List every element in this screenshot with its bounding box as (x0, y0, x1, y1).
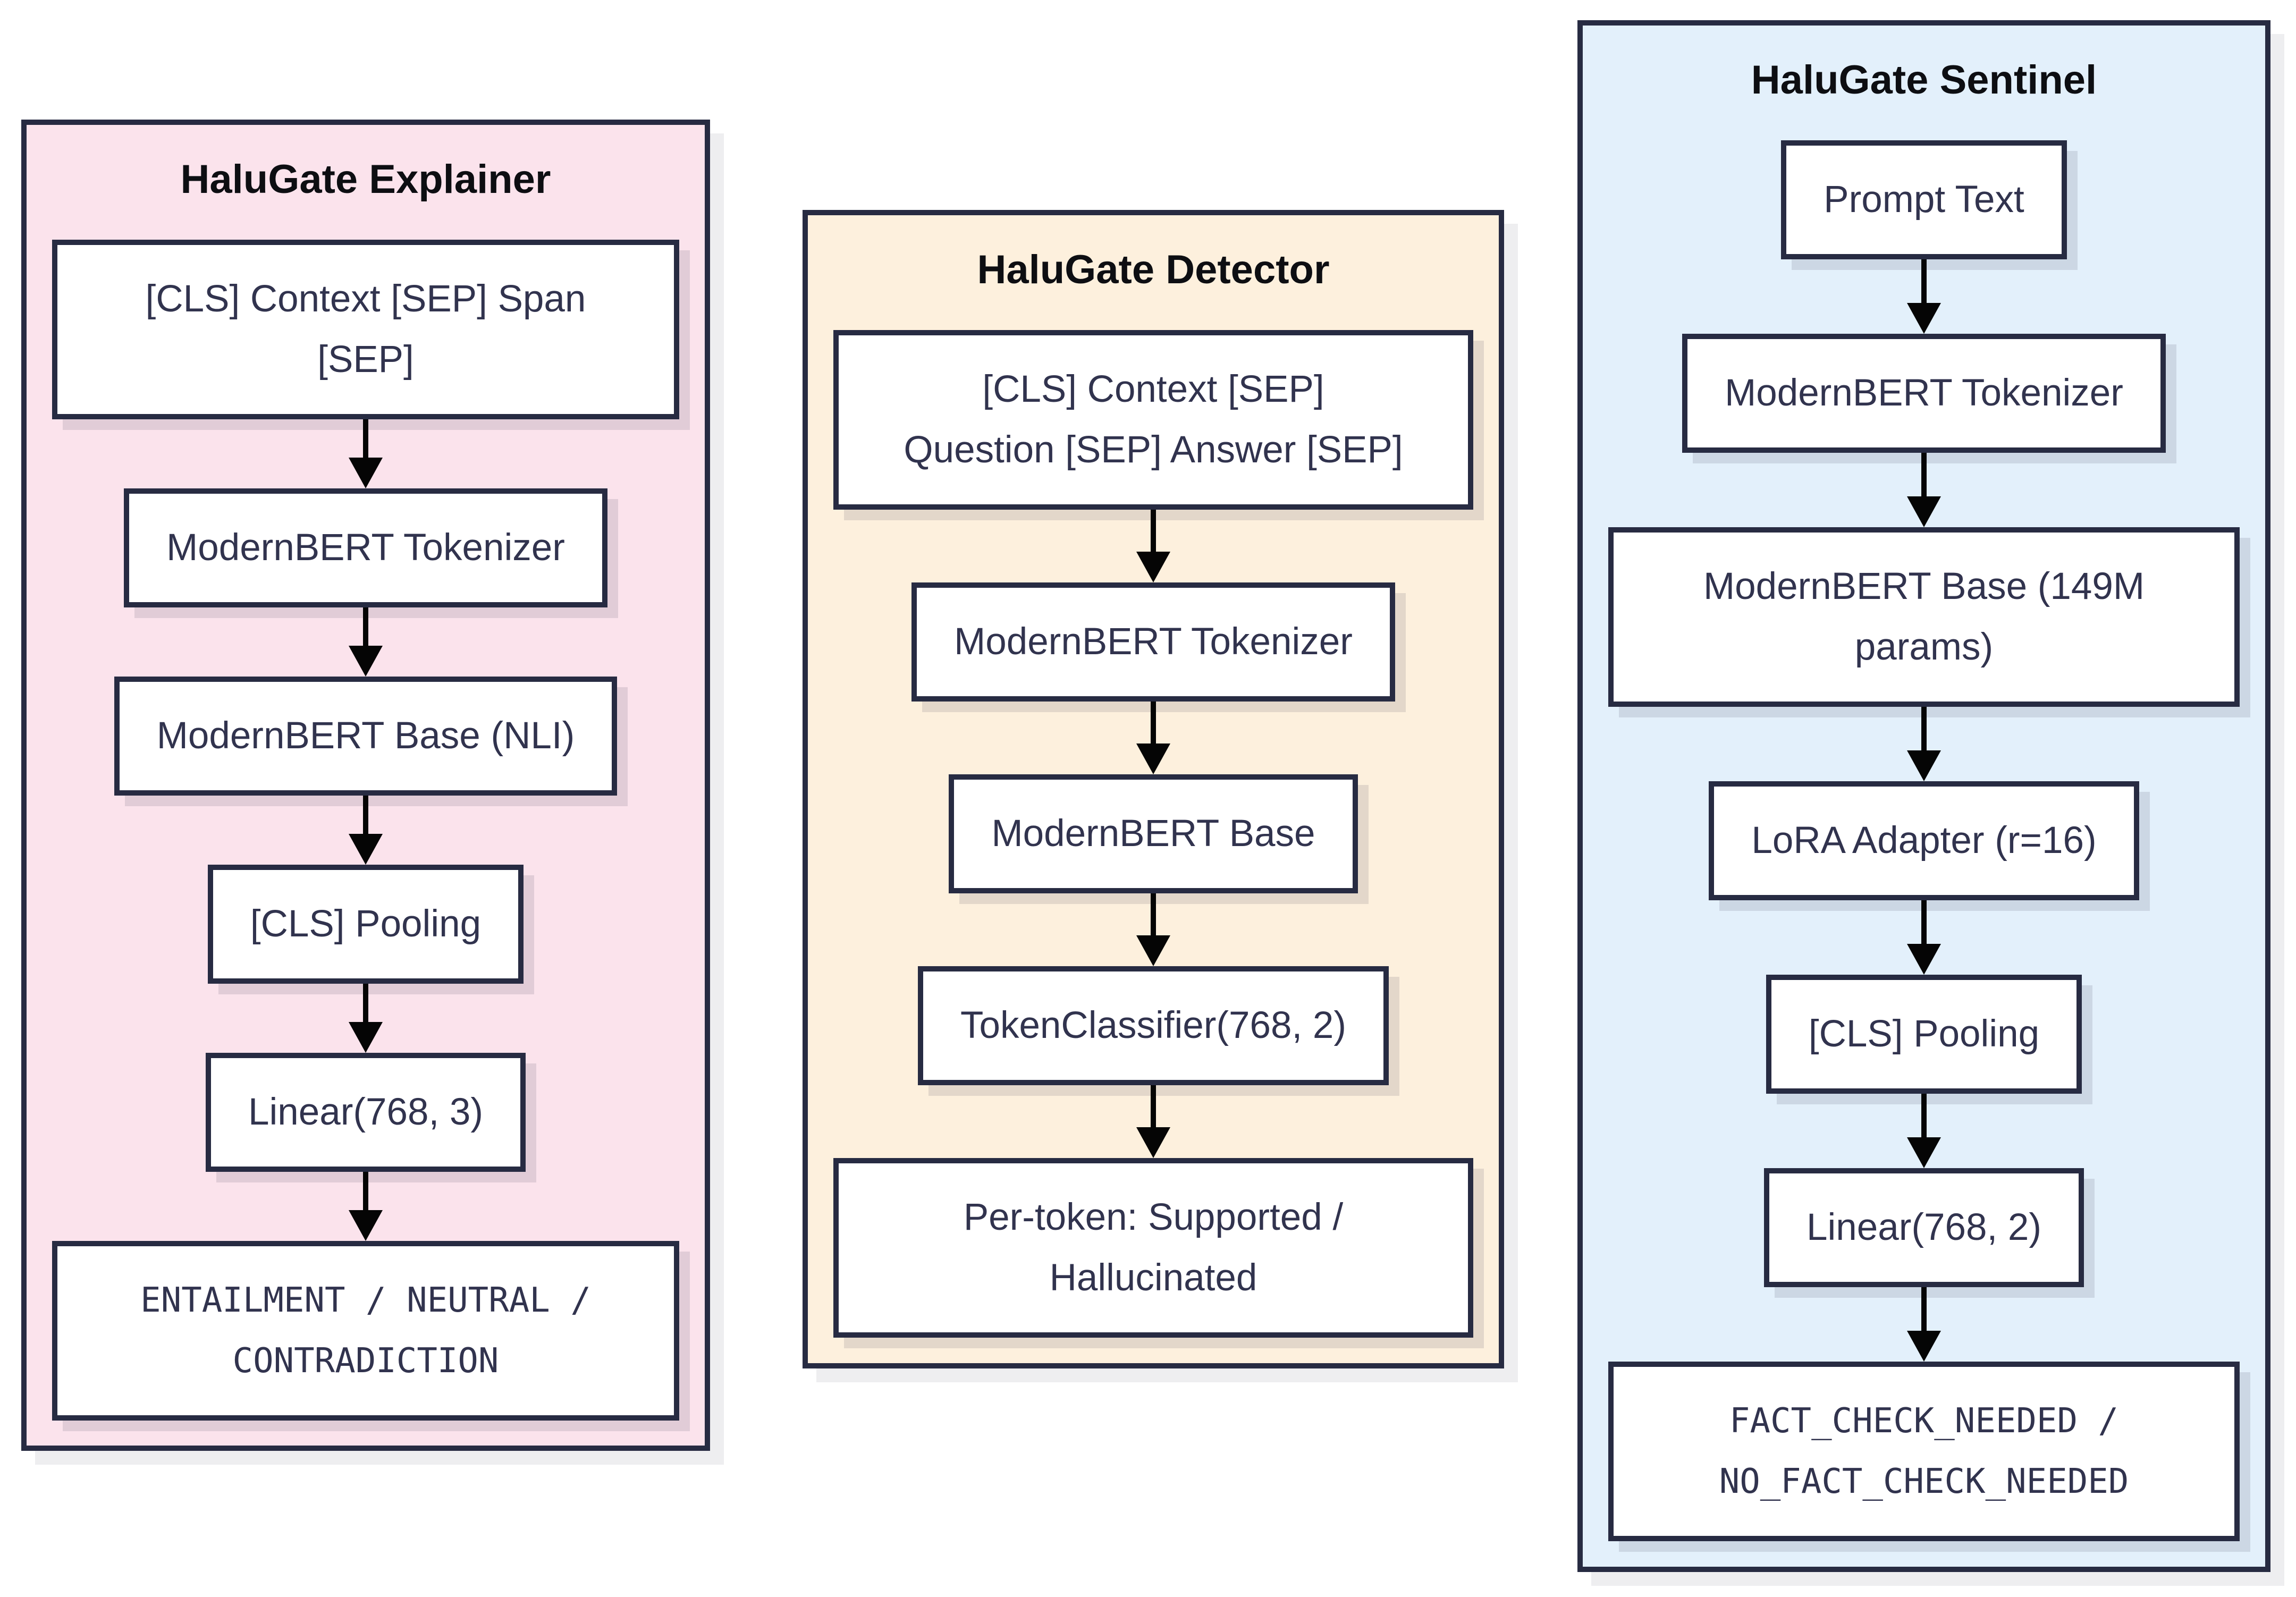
node-detector-output: Per-token: Supported / Hallucinated (833, 1158, 1473, 1338)
flow-arrow-down-icon (1136, 893, 1170, 966)
arrow-shaft (1921, 1094, 1927, 1137)
panel-halugate-sentinel: HaluGate Sentinel Prompt Text ModernBERT… (1577, 20, 2270, 1572)
arrow-shaft (363, 984, 368, 1022)
panel-halugate-detector: HaluGate Detector [CLS] Context [SEP] Qu… (803, 210, 1504, 1368)
panel-title-explainer: HaluGate Explainer (180, 157, 551, 202)
flow-arrow-down-icon (349, 607, 383, 677)
node-sentinel-pooling: [CLS] Pooling (1766, 975, 2082, 1094)
panel-title-detector: HaluGate Detector (977, 247, 1330, 292)
arrow-shaft (363, 419, 368, 458)
flow-arrow-down-icon (1907, 259, 1941, 334)
arrow-shaft (363, 607, 368, 646)
arrow-head (1136, 1127, 1170, 1158)
panel-halugate-explainer: HaluGate Explainer [CLS] Context [SEP] S… (21, 120, 710, 1451)
arrow-head (349, 458, 383, 488)
arrow-head (1907, 303, 1941, 334)
node-explainer-tokenizer: ModernBERT Tokenizer (124, 488, 607, 607)
flow-arrow-down-icon (1907, 1287, 1941, 1362)
node-sentinel-lora: LoRA Adapter (r=16) (1709, 781, 2139, 900)
node-explainer-output: ENTAILMENT / NEUTRAL / CONTRADICTION (52, 1241, 679, 1421)
arrow-shaft (1151, 702, 1156, 743)
arrow-head (1136, 743, 1170, 774)
flow-arrow-down-icon (1136, 702, 1170, 774)
flow-arrow-down-icon (1907, 900, 1941, 975)
flow-arrow-down-icon (349, 984, 383, 1053)
arrow-shaft (1921, 1287, 1927, 1331)
arrow-shaft (1151, 510, 1156, 552)
arrow-shaft (1921, 707, 1927, 750)
node-explainer-pooling: [CLS] Pooling (207, 865, 524, 984)
flow-arrow-down-icon (1136, 1085, 1170, 1158)
arrow-head (1907, 944, 1941, 975)
arrow-shaft (1921, 453, 1927, 496)
node-explainer-linear: Linear(768, 3) (205, 1053, 526, 1172)
node-sentinel-base: ModernBERT Base (149M params) (1608, 527, 2240, 707)
node-sentinel-tokenizer: ModernBERT Tokenizer (1682, 334, 2166, 453)
arrow-shaft (363, 1172, 368, 1210)
flow-arrow-down-icon (1136, 510, 1170, 582)
node-sentinel-input: Prompt Text (1781, 140, 2067, 259)
node-detector-base: ModernBERT Base (949, 774, 1358, 893)
arrow-head (349, 1210, 383, 1241)
node-explainer-base: ModernBERT Base (NLI) (114, 677, 618, 796)
arrow-head (1907, 1331, 1941, 1362)
arrow-head (1136, 552, 1170, 582)
node-explainer-input: [CLS] Context [SEP] Span [SEP] (52, 240, 679, 419)
flow-arrow-down-icon (349, 796, 383, 865)
node-sentinel-linear: Linear(768, 2) (1763, 1168, 2084, 1287)
panel-title-sentinel: HaluGate Sentinel (1751, 57, 2097, 103)
flow-arrow-down-icon (1907, 1094, 1941, 1168)
arrow-head (349, 646, 383, 677)
arrow-head (1907, 750, 1941, 781)
flow-arrow-down-icon (1907, 707, 1941, 781)
flow-arrow-down-icon (349, 419, 383, 488)
node-detector-classifier: TokenClassifier(768, 2) (917, 966, 1389, 1085)
flow-arrow-down-icon (349, 1172, 383, 1241)
arrow-shaft (1151, 893, 1156, 935)
node-detector-input: [CLS] Context [SEP] Question [SEP] Answe… (833, 330, 1473, 510)
arrow-head (349, 834, 383, 865)
flow-arrow-down-icon (1907, 453, 1941, 527)
arrow-shaft (1921, 900, 1927, 944)
arrow-head (349, 1022, 383, 1053)
arrow-shaft (1151, 1085, 1156, 1127)
node-sentinel-output: FACT_CHECK_NEEDED / NO_FACT_CHECK_NEEDED (1608, 1362, 2240, 1541)
arrow-shaft (363, 796, 368, 834)
arrow-head (1907, 496, 1941, 527)
arrow-head (1907, 1137, 1941, 1168)
arrow-shaft (1921, 259, 1927, 303)
node-detector-tokenizer: ModernBERT Tokenizer (911, 582, 1395, 702)
arrow-head (1136, 935, 1170, 966)
